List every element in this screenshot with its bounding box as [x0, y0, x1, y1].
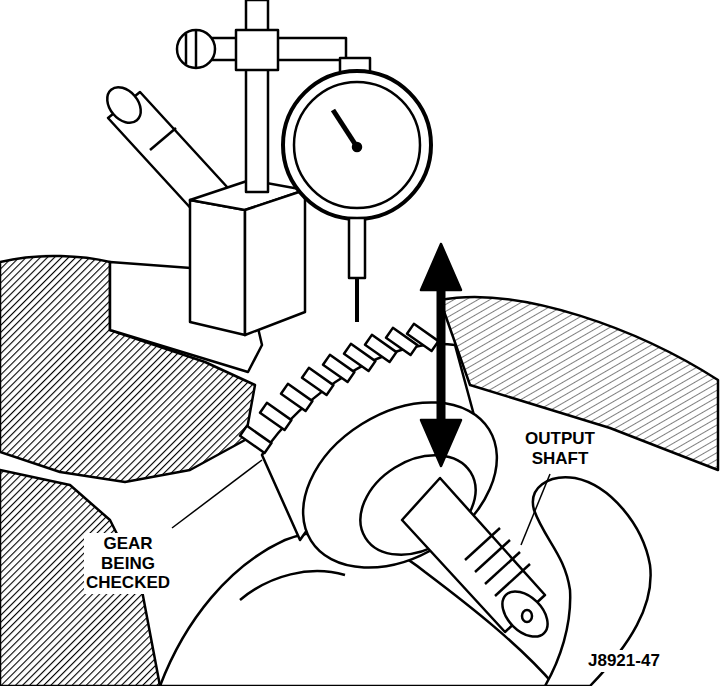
gear-teeth	[240, 324, 438, 453]
part-label: GEAR BEING CHECKED	[84, 533, 172, 594]
magnetic-base	[190, 200, 245, 335]
dial-indicator	[283, 71, 431, 219]
part-label: OUTPUT SHAFT	[523, 428, 597, 469]
motion-arrow	[421, 244, 461, 466]
leader-line	[521, 474, 550, 545]
figure-code: J8921-47	[586, 650, 662, 672]
leader-line	[172, 460, 262, 528]
